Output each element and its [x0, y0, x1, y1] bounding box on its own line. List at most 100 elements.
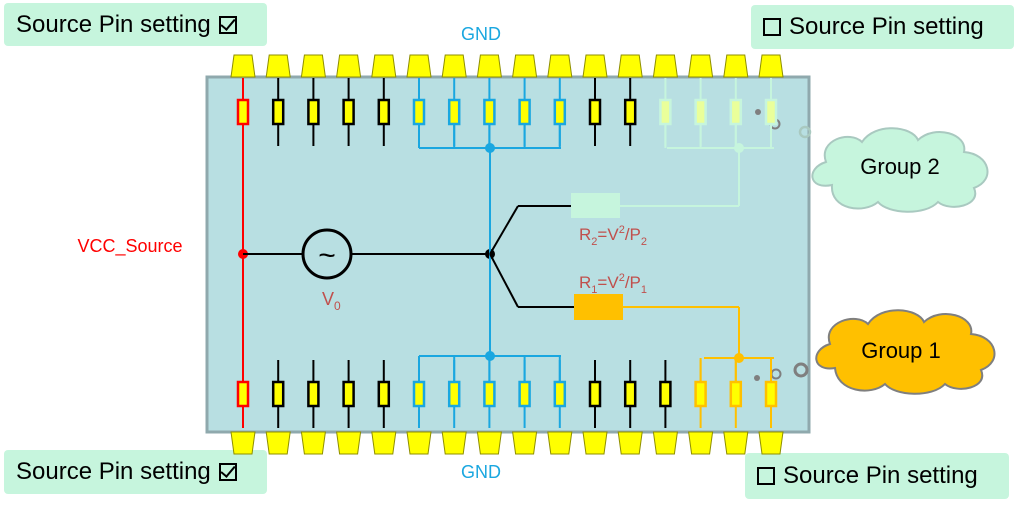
pin-resistor: [307, 380, 320, 408]
bottom-pin: [723, 431, 749, 455]
pin-resistor: [447, 98, 461, 126]
source-pin-setting-label: Source Pin setting: [789, 13, 984, 40]
bottom-pin: [652, 431, 678, 455]
pin-resistor: [764, 98, 778, 126]
source-pin-setting-label: Source Pin setting: [16, 458, 211, 485]
pin-resistor: [553, 380, 567, 408]
pin-resistor: [412, 98, 426, 126]
chip-board: [205, 75, 811, 434]
top-pin: [652, 54, 678, 78]
pin-resistor: [553, 98, 567, 126]
r2-load: [571, 193, 620, 218]
pin-resistor: [342, 380, 355, 408]
r1-formula: R1=V2/P1: [579, 272, 647, 296]
pin-resistor: [307, 98, 320, 126]
pin-resistor: [483, 98, 496, 126]
top-pin: [688, 54, 714, 78]
source-pin-checkbox-bottom-right[interactable]: [757, 467, 775, 485]
r2-formula: R2=V2/P2: [579, 224, 647, 248]
source-pin-checkbox-top-left[interactable]: [218, 15, 237, 34]
wires: [238, 78, 774, 428]
top-pin: [723, 54, 749, 78]
bottom-pin: [476, 431, 502, 455]
top-pin: [406, 54, 432, 78]
bottom-pin: [758, 431, 784, 455]
pin-resistor: [623, 98, 637, 126]
bottom-pin: [582, 431, 608, 455]
top-pin: [441, 54, 467, 78]
pin-resistor: [588, 98, 602, 126]
top-pin: [476, 54, 502, 78]
bottom-pin: [300, 431, 326, 455]
junction-dot: [485, 143, 495, 153]
bottom-pin: [547, 431, 573, 455]
source-pin-checkbox-top-right[interactable]: [763, 18, 781, 36]
group2-label: Group 2: [860, 154, 940, 179]
pin-resistor: [588, 380, 602, 408]
bottom-pin: [512, 431, 538, 455]
pin-resistor: [659, 98, 672, 126]
source-pin-setting-top-left[interactable]: Source Pin setting: [4, 3, 267, 46]
pin-resistors: [236, 98, 778, 408]
source-pin-setting-bottom-left[interactable]: Source Pin setting: [4, 450, 267, 494]
pin-resistor: [236, 380, 250, 408]
bottom-pin: [336, 431, 362, 455]
gnd-top-label: GND: [461, 24, 501, 44]
source-pin-checkbox-bottom-left[interactable]: [218, 463, 237, 481]
junction-dot: [485, 351, 495, 361]
v0-label: V0: [322, 289, 341, 313]
junction-dot: [734, 143, 744, 153]
pin-resistor: [659, 380, 672, 408]
pin-resistor: [236, 98, 250, 126]
top-pin: [300, 54, 326, 78]
pin-resistor: [694, 380, 707, 408]
top-pin: [265, 54, 291, 78]
group2-cloud: [798, 125, 989, 213]
bottom-pin: [371, 431, 397, 455]
pin-resistor: [271, 98, 285, 126]
top-pin: [582, 54, 608, 78]
pin-resistor: [271, 380, 285, 408]
group1-label: Group 1: [861, 338, 941, 363]
pins: [230, 54, 784, 455]
pin-resistor: [377, 380, 391, 408]
bottom-pin: [406, 431, 432, 455]
pin-resistor: [342, 98, 355, 126]
pin-resistor: [729, 98, 743, 126]
pin-resistor: [377, 98, 391, 126]
source-pin-setting-label: Source Pin setting: [783, 462, 978, 489]
pin-resistor: [518, 380, 531, 408]
top-pin: [371, 54, 397, 78]
bottom-pin: [441, 431, 467, 455]
pin-resistor: [729, 380, 743, 408]
bottom-pin: [688, 431, 714, 455]
group1-cloud: [793, 309, 996, 395]
pin-resistor: [483, 380, 496, 408]
pin-resistor: [623, 380, 637, 408]
source-pin-setting-bottom-right[interactable]: Source Pin setting: [745, 453, 1009, 499]
ac-source: [301, 228, 353, 280]
top-pin: [758, 54, 784, 78]
gnd-bottom-label: GND: [461, 462, 501, 482]
ac-source-glyph: ~: [318, 239, 336, 272]
pin-resistor: [694, 98, 707, 126]
top-pin: [230, 54, 256, 78]
top-pin: [512, 54, 538, 78]
junction-dot: [734, 353, 744, 363]
bottom-pin: [265, 431, 291, 455]
top-pin: [547, 54, 573, 78]
bottom-pin: [230, 431, 256, 455]
source-pin-setting-label: Source Pin setting: [16, 10, 211, 38]
pin-resistor: [412, 380, 426, 408]
source-pin-setting-top-right[interactable]: Source Pin setting: [751, 5, 1014, 49]
pin-resistor: [518, 98, 531, 126]
pin-resistor: [764, 380, 778, 408]
top-pin: [617, 54, 643, 78]
top-pin: [336, 54, 362, 78]
r1-load: [574, 294, 623, 320]
bottom-pin: [617, 431, 643, 455]
r2-branch: [489, 205, 519, 255]
vcc-source-label: VCC_Source: [77, 236, 182, 257]
r1-branch: [489, 253, 519, 308]
